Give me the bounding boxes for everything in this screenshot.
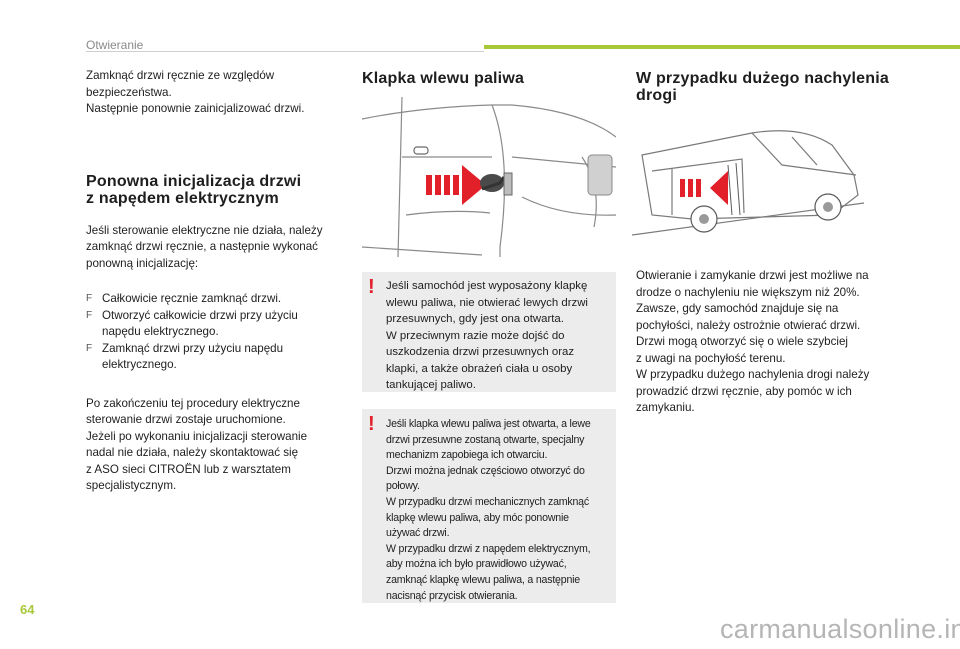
fuel-flap-heading: Klapka wlewu paliwa [362, 70, 525, 87]
header-accent-bar [484, 45, 960, 49]
intro-text: Zamknąć drzwi ręcznie ze względów bezpie… [86, 69, 305, 115]
warning-text-2: Jeśli klapka wlewu paliwa jest otwarta, … [386, 418, 591, 602]
section-label: Otwieranie [86, 38, 144, 52]
slope-heading: W przypadku dużego nachylenia drogi [636, 70, 889, 104]
van-on-slope-drawing [631, 130, 865, 236]
warning-icon: ! [368, 276, 375, 298]
watermark: carmanualsonline.info [720, 614, 960, 644]
reinit-steps: F Całkowicie ręcznie zamknąć drzwi. F Ot… [86, 291, 348, 374]
header-divider [86, 51, 484, 52]
slope-illustration [631, 115, 865, 255]
page-number: 64 [20, 602, 35, 617]
reinit-result-paragraph: Po zakończeniu tej procedury elektryczne… [86, 396, 308, 493]
sliding-door-fuel-flap-drawing [361, 96, 617, 258]
bullet-marker: F [86, 342, 93, 354]
warning-note-1: ! Jeśli samochód jest wyposażony klapkę … [362, 272, 616, 392]
bullet-marker: F [86, 293, 93, 304]
warning-icon: ! [368, 413, 375, 435]
list-item: F Zamknąć drzwi przy użyciu napędu elekt… [86, 341, 284, 372]
list-item: F Całkowicie ręcznie zamknąć drzwi. [86, 291, 348, 308]
fuel-flap-illustration [361, 96, 617, 258]
reinit-paragraph: Jeśli sterowanie elektryczne nie działa,… [86, 223, 323, 270]
reinit-heading: Ponowna inicjalizacja drzwi z napędem el… [86, 172, 302, 207]
column-3-text: Otwieranie i zamykanie drzwi jest możliw… [636, 268, 896, 417]
column-1: Zamknąć drzwi ręcznie ze względów bezpie… [86, 68, 348, 495]
warning-note-2: ! Jeśli klapka wlewu paliwa jest otwarta… [362, 409, 616, 603]
bullet-marker: F [86, 309, 93, 321]
slope-paragraph: Otwieranie i zamykanie drzwi jest możliw… [636, 269, 870, 414]
list-item: F Otworzyć całkowicie drzwi przy użyciu … [86, 308, 298, 339]
warning-text-1: Jeśli samochód jest wyposażony klapkę wl… [386, 280, 588, 391]
